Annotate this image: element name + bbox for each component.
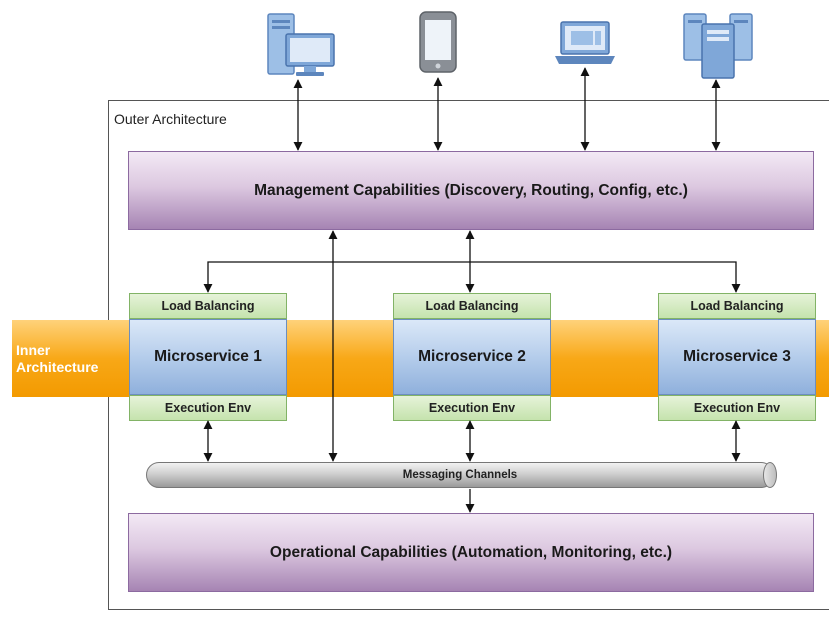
management-capabilities-box: Management Capabilities (Discovery, Rout… [128,151,814,230]
microservice-box: Microservice 2 [393,319,551,395]
desktop-computer-icon [267,13,335,76]
messaging-channels-label: Messaging Channels [402,469,518,481]
microservice-column-2: Load Balancing Microservice 2 Execution … [393,293,551,421]
tablet-icon [419,11,457,73]
microservice-column-3: Load Balancing Microservice 3 Execution … [658,293,816,421]
messaging-channels-pipe: Messaging Channels [146,462,774,488]
laptop-icon [555,21,615,64]
microservice-box: Microservice 1 [129,319,287,395]
messaging-pipe-end-cap [763,462,777,488]
operational-capabilities-label: Operational Capabilities (Automation, Mo… [269,543,673,561]
execution-env-box: Execution Env [129,395,287,421]
load-balancing-distribution-arrow [203,261,741,293]
server-cluster-icon [683,13,753,79]
inner-architecture-label-line1: Inner [16,342,51,358]
operational-capabilities-box: Operational Capabilities (Automation, Mo… [128,513,814,592]
inner-architecture-label-line2: Architecture [16,359,99,375]
execution-env-box: Execution Env [658,395,816,421]
load-balancing-box: Load Balancing [658,293,816,319]
execution-env-box: Execution Env [393,395,551,421]
load-balancing-box: Load Balancing [393,293,551,319]
microservice-column-1: Load Balancing Microservice 1 Execution … [129,293,287,421]
microservice-box: Microservice 3 [658,319,816,395]
management-capabilities-label: Management Capabilities (Discovery, Rout… [254,181,688,199]
inner-architecture-label: Inner Architecture [16,342,98,376]
outer-architecture-label: Outer Architecture [114,111,227,127]
load-balancing-box: Load Balancing [129,293,287,319]
